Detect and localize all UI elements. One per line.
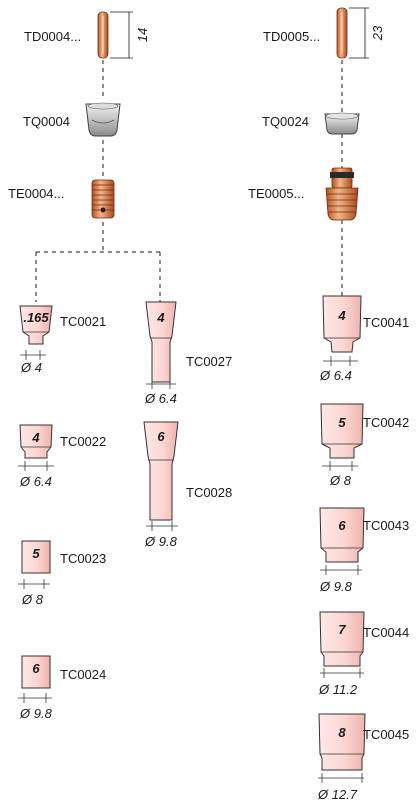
cup-diameter-dimension	[146, 379, 176, 389]
cup-diameter-dimension	[20, 350, 46, 360]
cups-long: 4 TC0027 Ø 6.4 6 TC0028 Ø 9.8	[143, 301, 232, 549]
cup-diameter-dimension	[320, 668, 364, 678]
diffuser-label: TE0004...	[8, 186, 64, 201]
collet-length-dimension	[110, 11, 133, 59]
cup-diameter: Ø 8	[329, 473, 352, 488]
cup-diameter: Ø 6.4	[144, 391, 177, 406]
cup-diameter: Ø 9.8	[19, 706, 53, 721]
cup-code: TC0041	[363, 315, 409, 330]
cup-tc0042[interactable]	[320, 403, 364, 459]
cup-tc0024[interactable]	[21, 655, 51, 689]
cups-left: .165 TC0021 Ø 4 4 TC0022 Ø 6.4 5 TC0023 …	[18, 305, 106, 721]
cup-tc0023[interactable]	[21, 540, 51, 574]
collet-td0004[interactable]	[97, 11, 109, 59]
cup-tc0028[interactable]	[143, 421, 179, 521]
cup-tc0044[interactable]	[319, 611, 365, 667]
cup-size: 8	[338, 725, 346, 740]
cup-tc0022[interactable]	[19, 424, 53, 459]
cup-diameter-dimension	[322, 461, 358, 471]
cup-tc0021[interactable]	[19, 305, 53, 345]
cup-diameter: Ø 9.8	[319, 579, 353, 594]
cup-size: 5	[32, 546, 40, 561]
cup-diameter-dimension	[18, 579, 50, 589]
cup-code: TC0043	[363, 518, 409, 533]
cup-diameter: Ø 6.4	[19, 474, 52, 489]
collet-label: TD0005...	[263, 29, 320, 44]
cup-code: TC0042	[363, 415, 409, 430]
cup-tc0043[interactable]	[319, 507, 365, 563]
cup-diameter-dimension	[318, 773, 364, 783]
collet-length-value: 14	[135, 28, 150, 42]
cup-code: TC0027	[186, 354, 232, 369]
cup-code: TC0044	[363, 625, 409, 640]
cup-code: TC0028	[186, 485, 232, 500]
diffuser-te0005[interactable]	[325, 167, 359, 221]
cup-code: TC0024	[60, 667, 106, 682]
cup-code: TC0023	[60, 551, 106, 566]
collet-length-value: 23	[370, 25, 385, 41]
cup-code: TC0045	[363, 727, 409, 742]
cup-size: 7	[338, 622, 346, 637]
diffuser-label: TE0005...	[248, 186, 304, 201]
cup-size: 4	[31, 430, 40, 445]
cup-diameter: Ø 8	[21, 592, 44, 607]
cup-diameter: Ø 12.7	[317, 787, 358, 802]
cup-size: 6	[157, 429, 165, 444]
cup-diameter-dimension	[323, 356, 358, 366]
collet-body-tq0024[interactable]	[324, 112, 360, 135]
cup-diameter-dimension	[18, 461, 54, 471]
left-stack-connector	[35, 60, 161, 302]
cup-diameter-dimension	[146, 521, 178, 531]
cup-diameter-dimension	[18, 693, 52, 703]
collet-body-tq0004[interactable]	[85, 102, 121, 137]
collet-body-label: TQ0024	[262, 114, 309, 129]
collet-body-label: TQ0004	[23, 114, 70, 129]
cup-tc0041[interactable]	[322, 295, 362, 353]
collet-td0005[interactable]	[336, 7, 348, 59]
cup-size: 4	[156, 310, 165, 325]
cup-diameter: Ø 4	[20, 360, 42, 375]
cup-diameter: Ø 9.8	[144, 534, 178, 549]
cup-tc0045[interactable]	[318, 713, 366, 771]
collet-length-dimension	[349, 7, 369, 59]
collet-label: TD0004...	[24, 29, 81, 44]
diffuser-te0004[interactable]	[91, 179, 115, 219]
cup-code: TC0022	[60, 434, 106, 449]
cup-size: 5	[338, 415, 346, 430]
cup-size: 6	[32, 661, 40, 676]
cups-right: 4 TC0041 Ø 6.4 5 TC0042 Ø 8 6 TC0043 Ø 9…	[317, 295, 409, 802]
left-stack: TD0004... 14 TQ0004 TE	[8, 11, 161, 302]
cup-diameter: Ø 6.4	[319, 368, 352, 383]
cup-diameter: Ø 11.2	[318, 682, 358, 697]
right-stack: TD0005... 23 TQ0024 TE0005...	[248, 7, 385, 296]
cup-size: 6	[338, 518, 346, 533]
cup-diameter-dimension	[320, 565, 362, 575]
cup-code: TC0021	[60, 314, 106, 329]
cup-size: 4	[337, 308, 346, 323]
cup-size: .165	[23, 310, 49, 325]
